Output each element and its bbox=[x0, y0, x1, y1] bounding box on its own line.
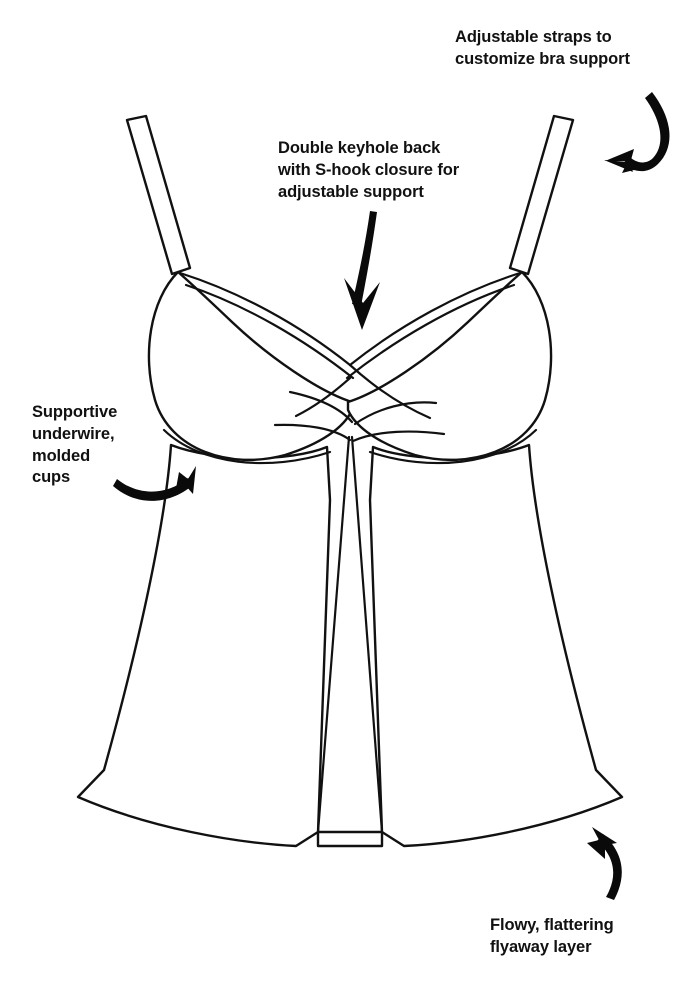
arrow-adjustable-straps bbox=[604, 92, 670, 173]
neckline-band-right-outer bbox=[348, 271, 522, 367]
center-split-left-edge bbox=[316, 435, 351, 834]
arrow-flyaway-layer bbox=[587, 827, 622, 900]
right-molded-cup bbox=[346, 270, 553, 462]
right-flyaway-panel bbox=[368, 443, 624, 848]
left-flyaway-panel bbox=[76, 443, 332, 848]
inner-hem-panel bbox=[316, 830, 384, 848]
gather-line-right-upper bbox=[353, 401, 438, 426]
arrow-keyhole-back bbox=[344, 211, 380, 330]
crossover-band-left-sweep bbox=[348, 363, 432, 420]
callout-adjustable-straps: Adjustable straps to customize bra suppo… bbox=[455, 28, 630, 68]
callout-supportive-underwire: Supportive underwire, molded cups bbox=[32, 403, 118, 487]
neckline-band-left-inner bbox=[184, 283, 355, 380]
gather-line-left-upper bbox=[288, 390, 354, 424]
underbust-seam-right bbox=[368, 428, 538, 465]
right-shoulder-strap bbox=[508, 114, 575, 276]
arrow-supportive-underwire bbox=[113, 466, 196, 501]
left-shoulder-strap bbox=[125, 114, 192, 276]
gather-line-right-lower bbox=[351, 430, 446, 443]
gather-line-left-lower bbox=[273, 423, 352, 442]
neckline-band-right-inner bbox=[345, 283, 516, 380]
callout-keyhole-back: Double keyhole back with S-hook closure … bbox=[278, 139, 460, 201]
center-split-right-edge bbox=[350, 435, 384, 834]
callout-flyaway-layer: Flowy, flattering flyaway layer bbox=[490, 916, 614, 956]
neckline-band-left-outer bbox=[178, 271, 352, 367]
left-molded-cup bbox=[147, 270, 354, 462]
underbust-seam-left bbox=[162, 428, 332, 465]
